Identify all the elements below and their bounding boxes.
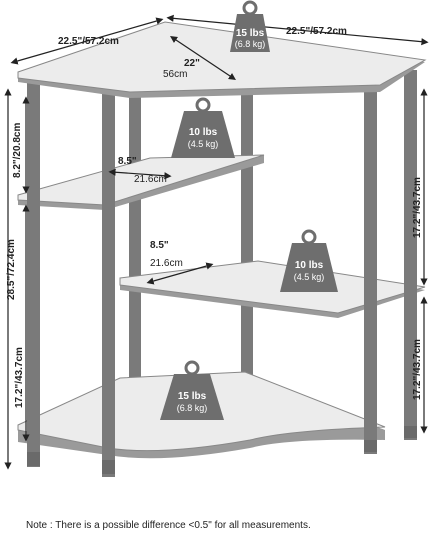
front-posts [27, 70, 417, 477]
front-post-right-upper [364, 82, 377, 454]
weight-icon [230, 14, 270, 52]
weight-ring-icon [301, 229, 317, 245]
weight-ring-icon [184, 360, 200, 376]
svg-text:15 lbs: 15 lbs [178, 391, 207, 402]
weight-badge-middle: 10 lbs (4.5 kg) [280, 229, 338, 292]
upper-shelf-depth-cm: 21.6cm [134, 174, 167, 185]
dimension-labels: 22.5"/57.2cm 22.5"/57.2cm 22" 56cm 8.5" … [6, 26, 423, 408]
back-post-corner [241, 86, 253, 386]
front-post-mid [102, 92, 115, 477]
weight-badge-top: 15 lbs (6.8 kg) [230, 0, 270, 52]
svg-text:(4.5 kg): (4.5 kg) [294, 272, 325, 282]
svg-text:(6.8 kg): (6.8 kg) [177, 403, 208, 413]
weight-ring-icon [195, 97, 211, 113]
depth-cm-label: 56cm [163, 69, 187, 80]
middle-shelf-depth-in: 8.5" [150, 240, 169, 251]
lower-gap-right-label: 17.2"/43.7cm [412, 339, 423, 400]
svg-text:10 lbs: 10 lbs [189, 127, 218, 138]
measurement-note: Note : There is a possible difference <0… [26, 520, 311, 531]
weight-icon [160, 374, 224, 420]
top-shelf [17, 21, 427, 98]
weight-badge-bottom: 15 lbs (6.8 kg) [160, 360, 224, 420]
post-feet [27, 426, 417, 474]
lower-height-left-label: 17.2"/43.7cm [14, 347, 25, 408]
upper-shelf [17, 154, 265, 210]
svg-text:(6.8 kg): (6.8 kg) [235, 39, 266, 49]
weight-icon [171, 111, 235, 158]
width-right-label: 22.5"/57.2cm [286, 26, 347, 37]
depth-label: 22" [184, 58, 200, 69]
svg-text:10 lbs: 10 lbs [295, 260, 324, 271]
front-post-left [27, 82, 40, 467]
width-left-label: 22.5"/57.2cm [58, 36, 119, 47]
height-left-label: 28.5"/72.4cm [6, 239, 17, 300]
back-post-left [129, 95, 141, 395]
svg-text:(4.5 kg): (4.5 kg) [188, 139, 219, 149]
weight-badge-upper: 10 lbs (4.5 kg) [171, 97, 235, 158]
dimension-lines [4, 14, 429, 470]
height-right-label: 17.2"/43.7cm [412, 177, 423, 238]
svg-text:15 lbs: 15 lbs [236, 28, 265, 39]
middle-shelf-depth-cm: 21.6cm [150, 258, 183, 269]
middle-shelf [119, 260, 426, 318]
weight-ring-icon [242, 0, 258, 16]
front-post-far-right [404, 70, 417, 440]
weight-icon [280, 243, 338, 292]
upper-gap-label: 8.2"/20.8cm [12, 123, 23, 178]
upper-shelf-depth-in: 8.5" [118, 156, 137, 167]
